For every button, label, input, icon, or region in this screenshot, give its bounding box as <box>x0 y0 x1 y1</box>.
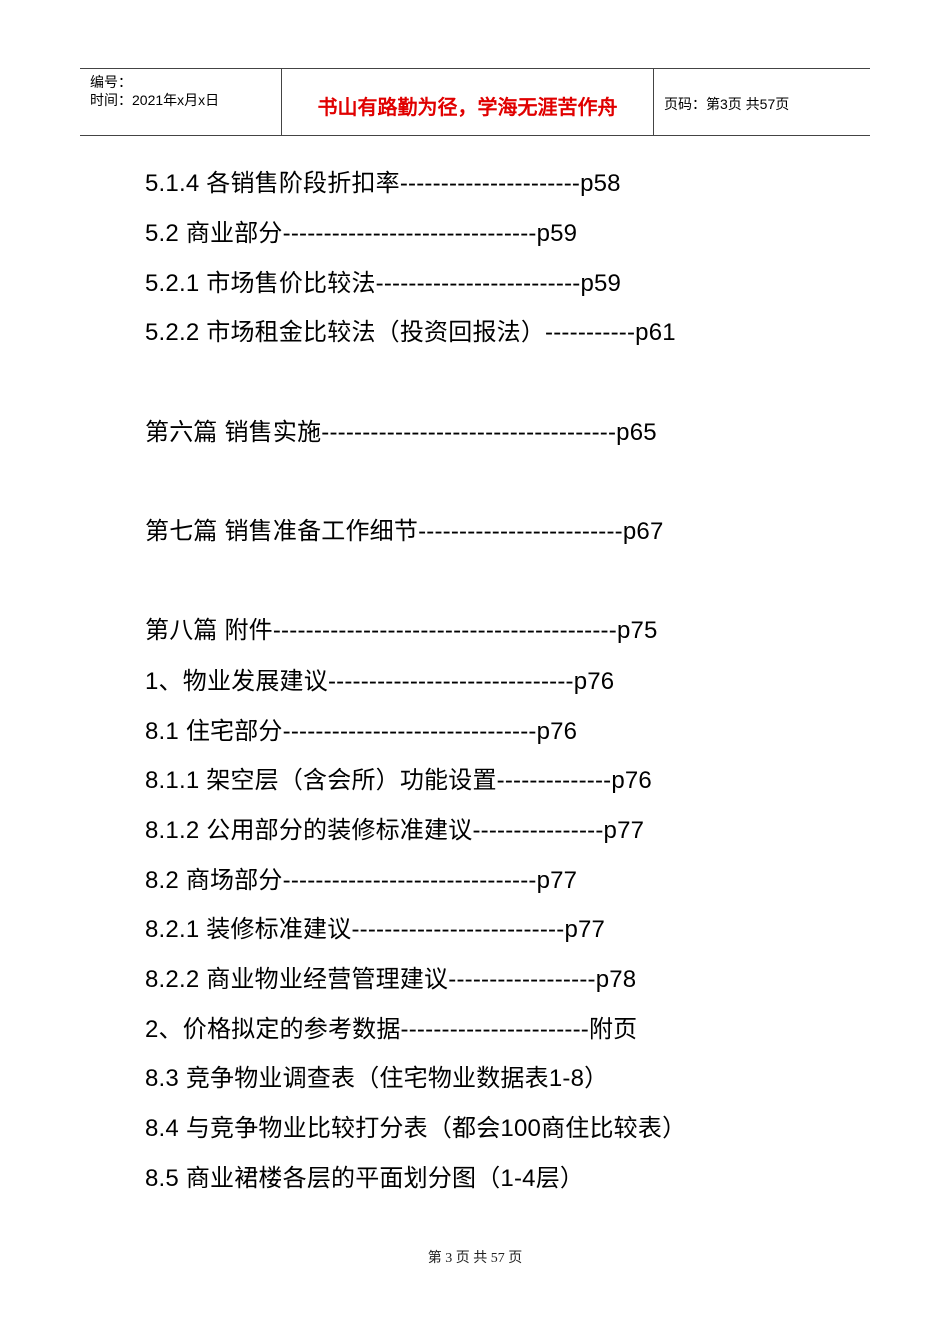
toc-entry: 8.3 竞争物业调查表（住宅物业数据表1-8） <box>145 1065 609 1092</box>
header-meta-cell: 编号： 时间：2021年x月x日 <box>80 69 282 135</box>
header-motto: 书山有路勤为径，学海无涯苦作舟 <box>282 69 654 135</box>
toc-chapter-entry: 第八篇 附件----------------------------------… <box>145 617 658 644</box>
toc-entry: 8.1.2 公用部分的装修标准建议----------------p77 <box>145 817 645 844</box>
document-number-label: 编号： <box>90 74 132 90</box>
toc-entry: 8.2 商场部分-------------------------------p… <box>145 867 578 894</box>
toc-entry: 5.2.1 市场售价比较法-------------------------p5… <box>145 270 622 297</box>
toc-entry: 8.2.2 商业物业经营管理建议------------------p78 <box>145 966 637 993</box>
toc-entry: 5.2.2 市场租金比较法（投资回报法）-----------p61 <box>145 319 676 346</box>
toc-entry: 8.1.1 架空层（含会所）功能设置--------------p76 <box>145 767 652 794</box>
toc-entry: 8.4 与竞争物业比较打分表（都会100商住比较表） <box>145 1115 687 1142</box>
toc-entry: 8.5 商业裙楼各层的平面划分图（1-4层） <box>145 1165 585 1192</box>
toc-entry: 1、物业发展建议------------------------------p7… <box>145 668 615 695</box>
toc-entry: 2、价格拟定的参考数据-----------------------附页 <box>145 1016 638 1043</box>
document-date-label: 时间：2021年x月x日 <box>90 92 220 108</box>
toc-entry: 8.1 住宅部分-------------------------------p… <box>145 718 578 745</box>
page-footer: 第 3 页 共 57 页 <box>427 1251 523 1266</box>
toc-entry: 8.2.1 装修标准建议--------------------------p7… <box>145 916 606 943</box>
toc-entry: 5.1.4 各销售阶段折扣率----------------------p58 <box>145 170 621 197</box>
toc-entry: 5.2 商业部分-------------------------------p… <box>145 220 578 247</box>
page-header: 编号： 时间：2021年x月x日 书山有路勤为径，学海无涯苦作舟 页码：第3页 … <box>80 68 870 136</box>
toc-chapter-entry: 第七篇 销售准备工作细节-------------------------p67 <box>145 518 664 545</box>
header-page-info: 页码：第3页 共57页 <box>664 96 790 112</box>
toc-chapter-entry: 第六篇 销售实施--------------------------------… <box>145 419 657 446</box>
